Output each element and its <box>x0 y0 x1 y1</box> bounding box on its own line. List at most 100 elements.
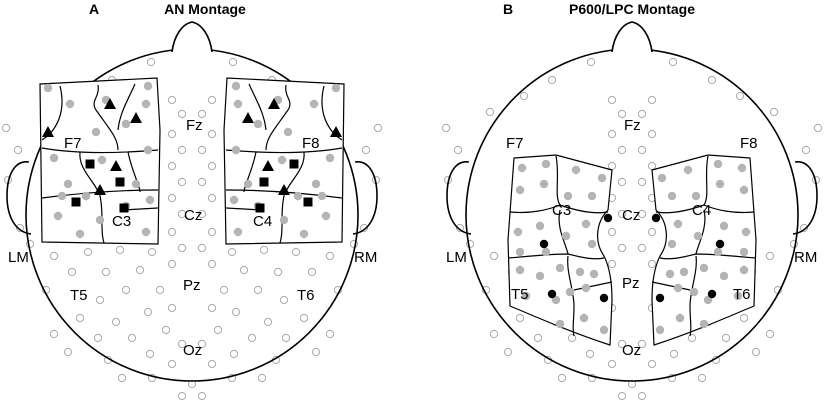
electrode <box>115 245 125 255</box>
label-c3: C3 <box>112 213 131 230</box>
triangle-marker <box>42 126 54 137</box>
square-marker <box>259 177 269 187</box>
electrode <box>228 57 238 67</box>
panel-a: A AN Montage <box>1 1 383 401</box>
electrode <box>207 259 217 269</box>
electrode <box>155 285 165 295</box>
dot-marker <box>599 293 609 303</box>
selected-electrode <box>541 159 551 169</box>
electrode <box>361 145 371 155</box>
effect-markers <box>42 98 342 213</box>
selected-electrode <box>587 191 597 201</box>
electrode <box>647 227 657 237</box>
selected-electrode <box>555 263 565 273</box>
electrode <box>197 177 207 187</box>
electrode <box>307 267 317 277</box>
panel-title: P600/LPC Montage <box>569 1 695 17</box>
selected-electrode <box>517 163 527 173</box>
selected-electrode <box>141 227 151 237</box>
electrode <box>325 329 335 339</box>
selected-electrode <box>143 145 153 155</box>
selected-electrode <box>231 145 241 155</box>
panel-letter: A <box>89 1 99 17</box>
selected-electrode <box>299 229 309 239</box>
selected-electrode <box>561 231 571 241</box>
electrode <box>637 109 647 119</box>
label-cz: Cz <box>622 207 640 224</box>
electrode <box>647 95 657 105</box>
selected-electrode <box>565 287 575 297</box>
electrode <box>143 307 153 317</box>
selected-electrode <box>555 319 565 329</box>
selected-electrode <box>739 247 749 257</box>
selected-electrode <box>691 191 701 201</box>
electrode <box>765 251 775 261</box>
electrode <box>607 161 617 171</box>
electrode <box>557 373 567 383</box>
electrode <box>607 227 617 237</box>
electrode <box>489 251 499 261</box>
dot-marker <box>715 239 725 249</box>
label-f8: F8 <box>740 135 758 152</box>
selected-electrode <box>667 239 677 249</box>
selected-electrode <box>581 219 591 229</box>
electrode <box>145 349 155 359</box>
selected-electrode <box>741 227 751 237</box>
square-marker <box>289 159 299 169</box>
selected-electrode <box>597 173 607 183</box>
square-marker <box>71 197 81 207</box>
electrode <box>167 193 177 203</box>
electrode <box>263 317 273 327</box>
square-marker <box>303 197 313 207</box>
electrode <box>167 259 177 269</box>
electrode <box>95 295 105 305</box>
electrode <box>607 359 617 369</box>
electrode <box>177 109 187 119</box>
label-rm: RM <box>354 249 377 266</box>
selected-electrode <box>571 165 581 175</box>
electrode <box>585 349 595 359</box>
selected-electrode <box>541 247 551 257</box>
dot-marker <box>655 293 665 303</box>
electrode <box>586 57 596 67</box>
triangle-marker <box>242 112 254 123</box>
electrode <box>127 333 137 343</box>
electrode <box>167 161 177 171</box>
electrode <box>813 123 823 133</box>
selected-electrode <box>253 119 263 129</box>
electrode <box>281 333 291 343</box>
panel-title: AN Montage <box>164 1 246 17</box>
electrode <box>617 209 627 219</box>
selected-electrode <box>703 295 713 305</box>
electrode <box>697 373 707 383</box>
electrode <box>259 245 269 255</box>
selected-electrode <box>655 325 665 335</box>
electrode <box>207 227 217 237</box>
electrode <box>617 145 627 155</box>
head-outline <box>6 21 378 382</box>
label-f7: F7 <box>64 135 82 152</box>
electrode <box>637 339 647 349</box>
electrode <box>1 123 11 133</box>
electrode <box>67 267 77 277</box>
selected-electrode <box>673 283 683 293</box>
electrode <box>197 391 207 401</box>
label-oz: Oz <box>622 342 641 359</box>
electrode <box>617 177 627 187</box>
electrode <box>299 313 309 323</box>
electrode <box>325 251 335 261</box>
electrode <box>117 373 127 383</box>
selected-electrode <box>65 99 75 109</box>
electrode <box>101 267 111 277</box>
selected-electrode <box>279 215 289 225</box>
electrode <box>607 259 617 269</box>
selected-electrode <box>579 313 589 323</box>
dot-marker <box>651 213 661 223</box>
selected-electrode <box>277 155 287 165</box>
selected-electrode <box>521 291 531 301</box>
selected-electrodes <box>43 81 341 239</box>
electrode <box>207 95 217 105</box>
electrode <box>533 333 543 343</box>
label-lm: LM <box>446 249 467 266</box>
electrode <box>668 57 678 67</box>
